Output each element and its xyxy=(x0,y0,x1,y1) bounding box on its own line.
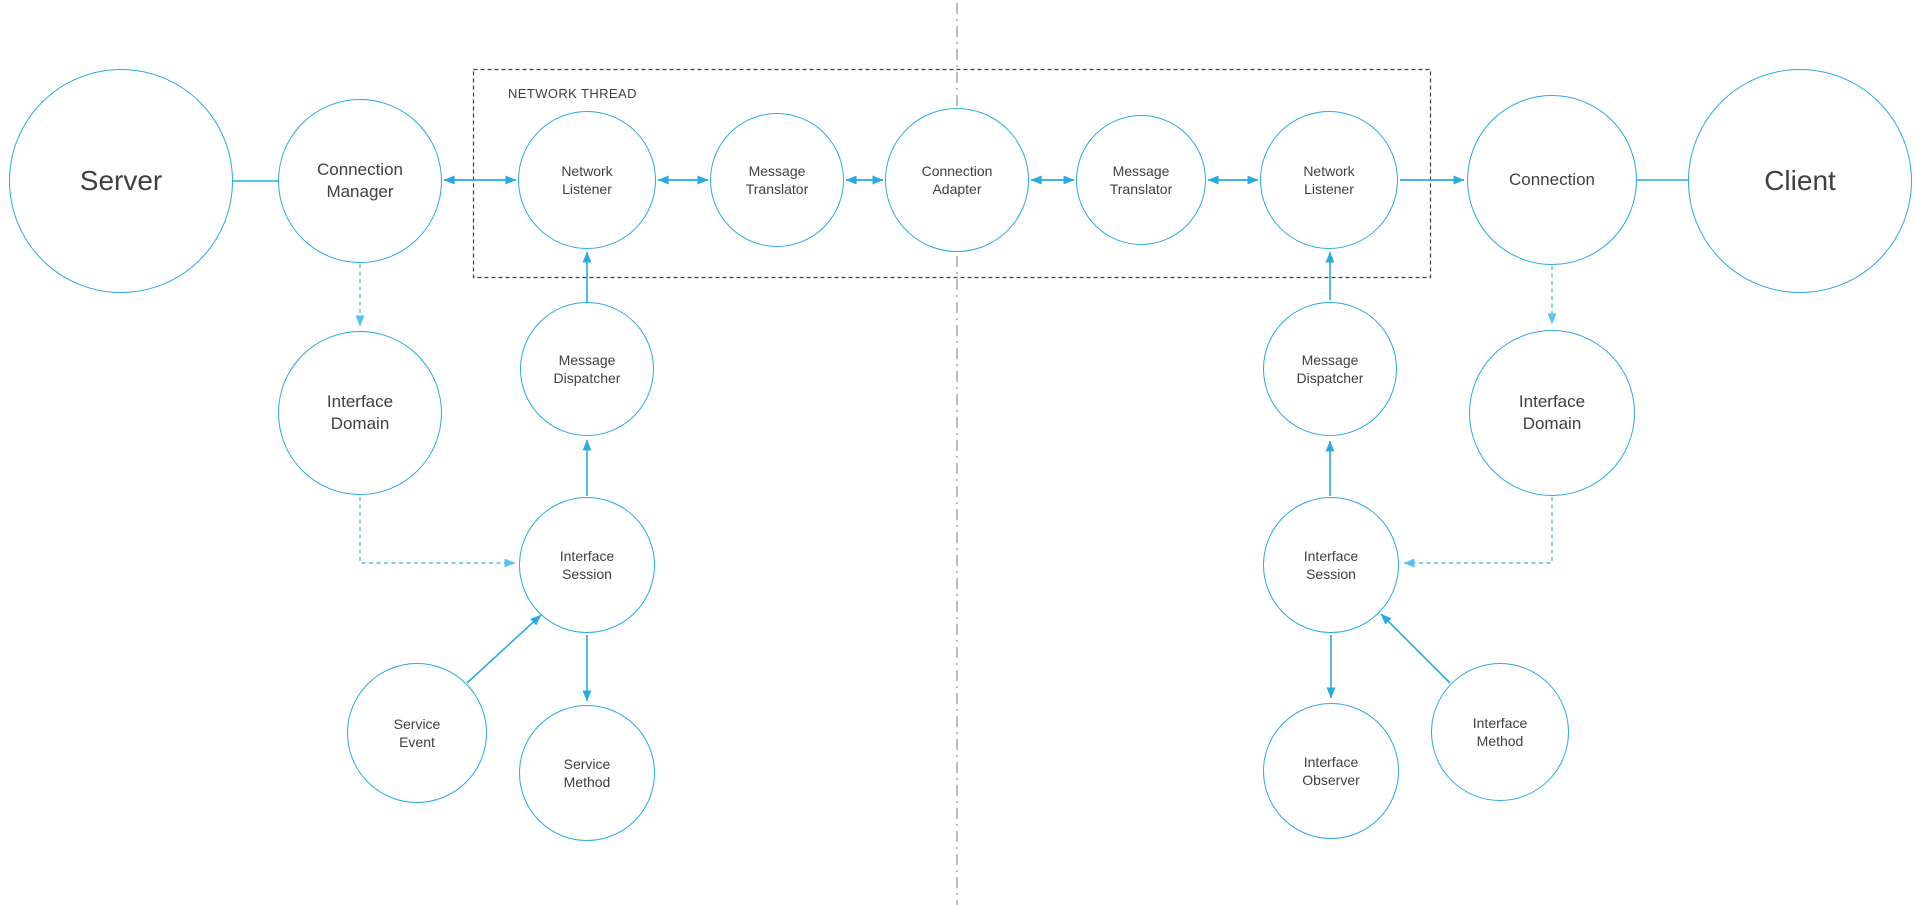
node-message-translator-left: Message Translator xyxy=(710,113,844,247)
node-label: Interface Domain xyxy=(1518,391,1586,433)
node-label: Service Event xyxy=(393,715,441,750)
node-interface-observer: Interface Observer xyxy=(1263,703,1399,839)
node-message-dispatcher-left: Message Dispatcher xyxy=(520,302,654,436)
node-service-method: Service Method xyxy=(519,705,655,841)
node-service-event: Service Event xyxy=(347,663,487,803)
edge-interface-method-interface-session xyxy=(1380,613,1451,684)
node-label: Message Translator xyxy=(1109,162,1173,197)
node-label: Message Translator xyxy=(745,162,809,197)
node-interface-session-left: Interface Session xyxy=(519,497,655,633)
node-label: Service Method xyxy=(563,755,611,790)
node-connection: Connection xyxy=(1467,95,1637,265)
node-label: Interface Domain xyxy=(326,391,394,433)
node-message-dispatcher-right: Message Dispatcher xyxy=(1263,302,1397,436)
edge-interface-domain-interface-session-right xyxy=(1403,497,1553,568)
node-message-translator-right: Message Translator xyxy=(1076,115,1206,245)
edge-interface-domain-interface-session-left xyxy=(359,497,516,568)
node-label: Server xyxy=(79,165,163,197)
node-interface-domain-right: Interface Domain xyxy=(1469,330,1635,496)
node-label: Interface Observer xyxy=(1302,753,1360,788)
node-server: Server xyxy=(9,69,233,293)
node-network-listener-right: Network Listener xyxy=(1260,111,1398,249)
node-label: Connection Manager xyxy=(316,159,403,201)
node-label: Network Listener xyxy=(561,162,613,197)
edge-service-event-interface-session xyxy=(466,614,542,684)
node-client: Client xyxy=(1688,69,1912,293)
node-label: Message Dispatcher xyxy=(553,351,621,386)
network-thread-boundary xyxy=(472,68,1432,279)
node-connection-adapter: Connection Adapter xyxy=(885,108,1029,252)
node-connection-manager: Connection Manager xyxy=(278,99,442,263)
network-thread-label: NETWORK THREAD xyxy=(508,86,637,101)
node-label: Message Dispatcher xyxy=(1296,351,1364,386)
node-label: Interface Session xyxy=(1303,547,1359,582)
node-label: Network Listener xyxy=(1303,162,1355,197)
node-label: Client xyxy=(1764,165,1836,197)
node-interface-session-right: Interface Session xyxy=(1263,497,1399,633)
node-interface-domain-left: Interface Domain xyxy=(278,331,442,495)
node-label: Interface Method xyxy=(1472,714,1528,749)
node-label: Interface Session xyxy=(559,547,615,582)
node-label: Connection Adapter xyxy=(921,162,993,197)
node-label: Connection xyxy=(1508,169,1595,189)
node-interface-method: Interface Method xyxy=(1431,663,1569,801)
node-network-listener-left: Network Listener xyxy=(518,111,656,249)
